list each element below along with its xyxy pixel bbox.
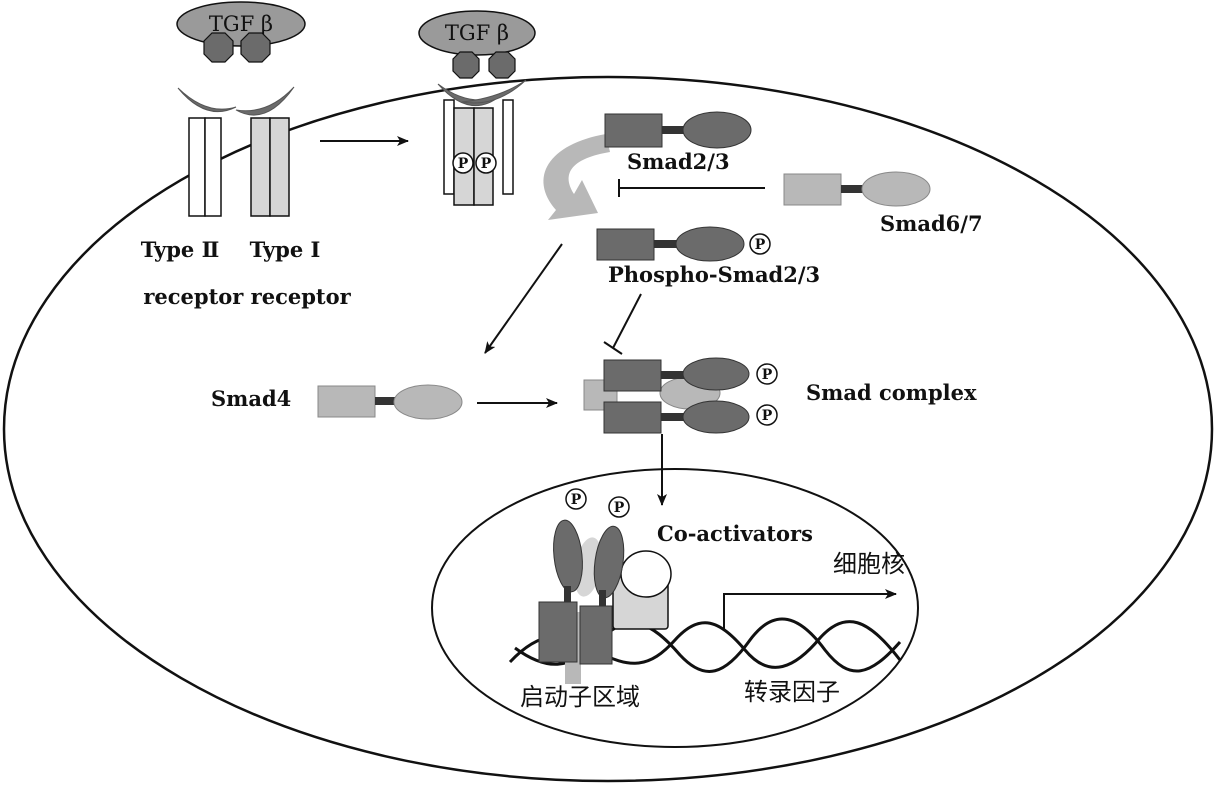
tgf-beta-label-right: TGF β xyxy=(445,21,509,45)
receptor-label: receptor receptor xyxy=(143,284,351,309)
tgf-beta-ligand-right: TGF β xyxy=(418,10,536,79)
phospho-mark: P xyxy=(481,156,492,172)
phospho-mark: P xyxy=(755,237,766,253)
nucleus-label: 细胞核 xyxy=(833,550,905,578)
cell-membrane xyxy=(2,75,1214,783)
smad4-protein xyxy=(317,384,463,420)
smad67-label: Smad6/7 xyxy=(880,211,983,236)
phospho-mark: P xyxy=(571,492,582,508)
nucleus-membrane xyxy=(431,468,919,748)
co-activator-protein xyxy=(612,550,672,630)
arrow-to-smad4 xyxy=(484,243,563,354)
smad67-protein xyxy=(783,171,931,207)
type-ii-label: Type Ⅱ xyxy=(141,237,220,262)
type-i-label: Type Ⅰ xyxy=(250,237,321,262)
dna-bound-smad-complex: P P xyxy=(538,488,630,684)
tgf-beta-ligand-left: TGF β xyxy=(176,1,306,63)
phospho-mark: P xyxy=(762,408,773,424)
co-activators-label: Co-activators xyxy=(657,521,813,546)
tgf-beta-label-left: TGF β xyxy=(209,12,273,36)
phospho-smad23-protein: P xyxy=(596,226,771,262)
inhibition-bar xyxy=(603,341,623,355)
inhibition-complex xyxy=(612,293,642,349)
smad23-protein xyxy=(604,111,752,149)
type-ii-receptor-left xyxy=(177,87,237,217)
smad-complex: P P xyxy=(583,357,778,434)
phospho-mark: P xyxy=(614,500,625,516)
transcription-factor-label: 转录因子 xyxy=(744,678,840,706)
phosphorylation-curved-arrow xyxy=(543,134,610,220)
phospho-mark: P xyxy=(762,367,773,383)
phospho-mark: P xyxy=(458,156,469,172)
type-i-receptor-left xyxy=(235,86,295,217)
transcription-start-arrow xyxy=(723,589,897,630)
promoter-region-label: 启动子区域 xyxy=(520,683,640,711)
smad4-label: Smad4 xyxy=(211,386,291,411)
smad-complex-label: Smad complex xyxy=(806,380,977,405)
activated-receptor-complex: P P xyxy=(437,79,527,206)
phospho-smad23-label: Phospho-Smad2/3 xyxy=(608,262,820,287)
smad23-label: Smad2/3 xyxy=(627,149,730,174)
